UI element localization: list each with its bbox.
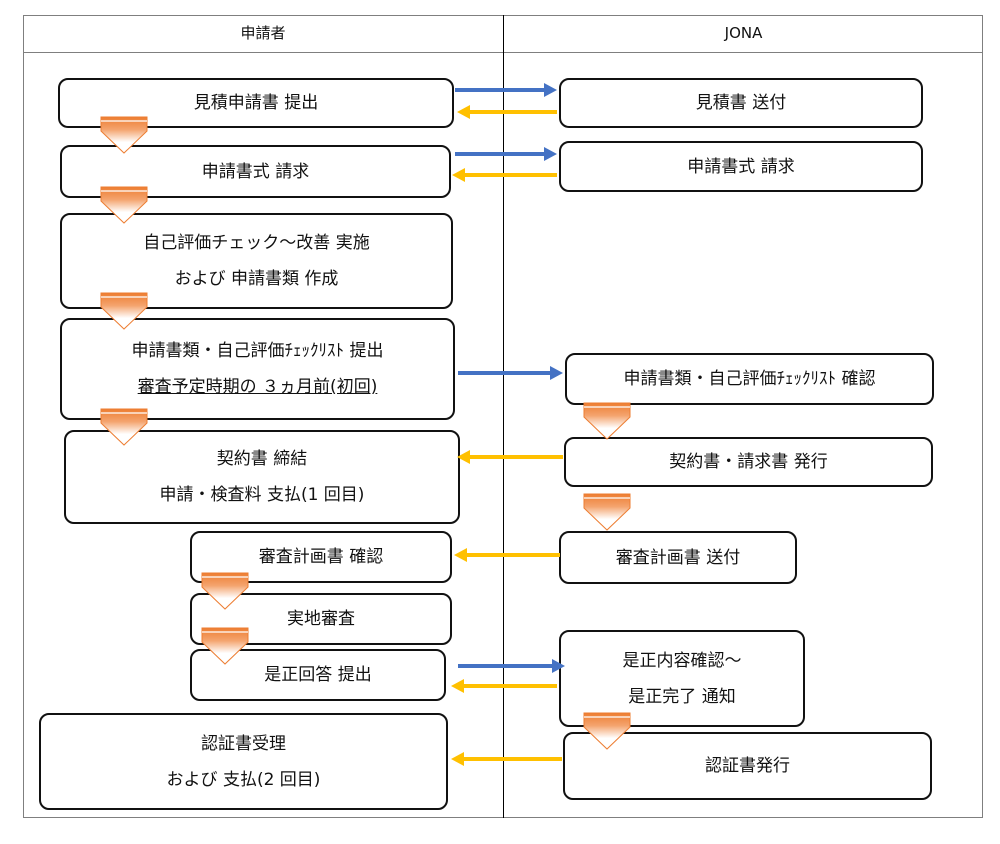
applicant-step-certificate-receipt: 認証書受理 および 支払(2 回目) <box>39 713 448 810</box>
step-text: 契約書・請求書 発行 <box>669 452 828 472</box>
step-text: 認証書発行 <box>705 756 790 776</box>
step-text: 見積書 送付 <box>695 93 787 113</box>
step-text: 申請書類・自己評価ﾁｪｯｸﾘｽﾄ 提出 <box>131 341 384 361</box>
applicant-step-corrective-reply: 是正回答 提出 <box>190 649 446 701</box>
applicant-step-contract: 契約書 締結 申請・検査料 支払(1 回目) <box>64 430 460 524</box>
lane-divider <box>503 15 504 818</box>
step-text: 審査計画書 送付 <box>615 547 741 568</box>
lane-header-jona: JONA <box>724 24 763 42</box>
step-text: 申請書式 請求 <box>687 156 795 177</box>
step-text: 申請・検査料 支払(1 回目) <box>159 485 365 505</box>
step-text: 是正回答 提出 <box>264 665 372 685</box>
jona-step-check-documents: 申請書類・自己評価ﾁｪｯｸﾘｽﾄ 確認 <box>565 353 934 405</box>
jona-step-send-estimate: 見積書 送付 <box>559 78 923 128</box>
jona-step-issue-certificate: 認証書発行 <box>563 732 932 800</box>
step-text: 実地審査 <box>287 609 355 629</box>
step-text: 認証書受理 <box>201 733 286 754</box>
step-deadline-note: 審査予定時期の ３ヵ月前(初回) <box>137 377 378 397</box>
step-text: 契約書 締結 <box>216 449 308 469</box>
jona-step-issue-contract: 契約書・請求書 発行 <box>564 437 933 487</box>
applicant-step-estimate-request: 見積申請書 提出 <box>58 78 454 128</box>
step-text: 是正内容確認～ <box>622 650 742 671</box>
step-text: 見積申請書 提出 <box>193 93 319 113</box>
jona-step-send-audit-plan: 審査計画書 送付 <box>559 531 797 584</box>
step-text: 申請書類・自己評価ﾁｪｯｸﾘｽﾄ 確認 <box>623 369 876 389</box>
step-text: 是正完了 通知 <box>628 686 736 707</box>
step-text: 自己評価チェック～改善 実施 <box>143 233 370 253</box>
step-text: 審査計画書 確認 <box>258 547 384 567</box>
applicant-step-audit-plan-check: 審査計画書 確認 <box>190 531 452 583</box>
step-text: および 支払(2 回目) <box>166 769 321 790</box>
jona-step-corrective-confirm: 是正内容確認～ 是正完了 通知 <box>559 630 805 727</box>
lane-header-applicant: 申請者 <box>240 24 286 42</box>
applicant-step-self-assessment: 自己評価チェック～改善 実施 および 申請書類 作成 <box>60 213 453 309</box>
step-text: および 申請書類 作成 <box>174 269 339 289</box>
jona-step-form-request: 申請書式 請求 <box>559 141 923 192</box>
step-text: 申請書式 請求 <box>201 161 310 182</box>
applicant-step-form-request: 申請書式 請求 <box>60 145 451 198</box>
applicant-step-onsite-audit: 実地審査 <box>190 593 452 645</box>
applicant-step-submit-documents: 申請書類・自己評価ﾁｪｯｸﾘｽﾄ 提出 審査予定時期の ３ヵ月前(初回) <box>60 318 455 420</box>
